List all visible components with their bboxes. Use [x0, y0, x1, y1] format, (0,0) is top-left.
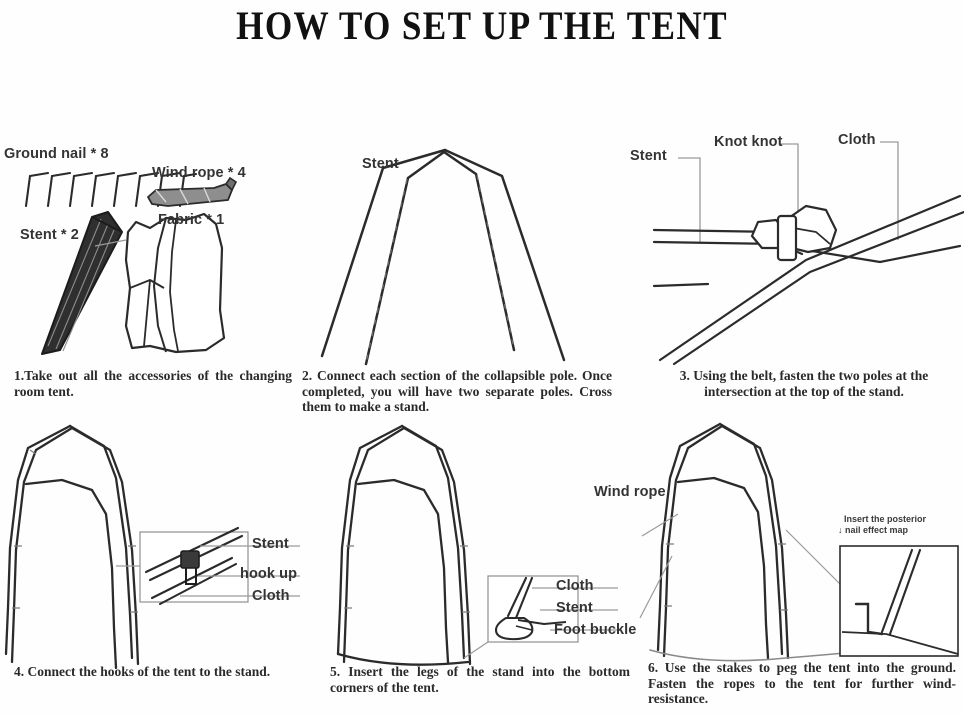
tent-staked-illustration: [639, 422, 959, 662]
tent-cloth-front: [24, 478, 118, 670]
label-ground-nail: Ground nail * 8: [4, 146, 109, 162]
panel-6-peg-tent: Wind rope Insert the posterior ↓ nail ef…: [594, 418, 964, 716]
label-cloth-panel4: Cloth: [252, 588, 290, 604]
callout-leader: [116, 545, 300, 597]
frame-right-inner: [402, 426, 472, 666]
caption-step-2: 2. Connect each section of the collapsib…: [302, 368, 612, 414]
wind-rope-leader: [639, 513, 841, 619]
panel-2-crossed-poles: Stent: [300, 120, 630, 420]
pole-b-right: [442, 150, 516, 352]
knot-illustration: [652, 141, 964, 366]
pole-a-right: [443, 148, 566, 362]
pole-segment-marks: [12, 449, 138, 613]
pole-diagonal-upper: [658, 194, 962, 362]
folded-poles-bundle: [41, 211, 127, 355]
frame-right-outer: [400, 424, 466, 660]
frame-left-inner: [662, 424, 724, 658]
pole-diagonal-lower: [672, 210, 964, 366]
panel-5-insert-legs: Cloth Stent Foot buckle: [318, 418, 636, 716]
caption-step-1: 1.Take out all the accessories of the ch…: [14, 368, 292, 399]
tent-with-foot-illustration: [336, 424, 618, 666]
label-fabric: Fabric * 1: [158, 212, 225, 228]
crossed-poles-illustration: [320, 148, 566, 366]
stake-inset-box: [839, 545, 959, 657]
frame-right-outer: [68, 424, 134, 660]
frame-left-inner: [342, 426, 406, 664]
folded-fabric: [124, 212, 226, 354]
wind-rope-bundle: [147, 176, 238, 207]
label-stent-panel5: Stent: [556, 600, 593, 616]
accessories-illustration: [24, 171, 238, 355]
tent-frame-illustration: [4, 424, 300, 670]
label-foot-buckle: Foot buckle: [554, 622, 637, 638]
frame-left-outer: [656, 422, 722, 652]
inset-ground-line: [841, 631, 959, 655]
frame-left-outer: [336, 424, 404, 656]
frame-right-outer: [718, 422, 784, 656]
pole-segment-marks: [664, 543, 788, 611]
label-stent: Stent * 2: [20, 227, 79, 243]
label-stent-panel2: Stent: [362, 156, 399, 172]
label-wind-rope-panel6: Wind rope: [594, 484, 666, 500]
hook-buckle: [180, 550, 200, 585]
foot-detail-pole: [506, 576, 534, 620]
panel-4-connect-hooks: Stent hook up Cloth: [0, 418, 318, 716]
tent-bottom-edge: [336, 652, 470, 666]
label-wind-rope: Wind rope * 4: [152, 165, 246, 181]
frame-right-inner: [720, 424, 790, 660]
label-cloth-panel5: Cloth: [556, 578, 594, 594]
panel-3-knot-detail: Stent Knot knot Cloth: [630, 120, 964, 420]
inset-note-line-2: ↓ nail effect map: [838, 525, 909, 535]
pole-diagonal-right: [804, 244, 962, 264]
pole-segment-marks: [344, 545, 470, 613]
label-stent-panel3: Stent: [630, 148, 667, 164]
belt-knot: [750, 204, 838, 262]
page-title: HOW TO SET UP THE TENT: [236, 3, 728, 48]
caption-step-5: 5. Insert the legs of the stand into the…: [330, 664, 630, 695]
pole-joint-marks: [365, 174, 515, 364]
label-cloth-panel3: Cloth: [838, 132, 876, 148]
leader-lines: [678, 141, 899, 242]
pole-lower-stub: [652, 282, 710, 288]
label-knot-knot: Knot knot: [714, 134, 783, 150]
caption-step-4: 4. Connect the hooks of the tent to the …: [14, 664, 271, 679]
tent-cloth-front: [356, 478, 450, 664]
label-stent-panel4: Stent: [252, 536, 289, 552]
tent-cloth-front: [676, 476, 770, 660]
label-hook-up: hook up: [240, 566, 298, 582]
caption-step-3: 3. Using the belt, fasten the two poles …: [679, 368, 929, 399]
pole-a-left: [320, 148, 447, 358]
pole-b-left: [364, 150, 446, 366]
callout-leader: [463, 587, 618, 659]
frame-right-inner: [70, 426, 140, 666]
frame-left-inner: [10, 426, 74, 664]
caption-step-6: 6. Use the stakes to peg the tent into t…: [648, 660, 956, 706]
stake-inset-pole: [880, 548, 922, 636]
inset-note-line-1: Insert the posterior: [844, 514, 927, 524]
foot-buckle-shape: [494, 616, 567, 641]
panel-1-accessories: Ground nail * 8 Wind rope * 4 Stent * 2 …: [0, 120, 300, 420]
frame-left-outer: [4, 424, 72, 656]
